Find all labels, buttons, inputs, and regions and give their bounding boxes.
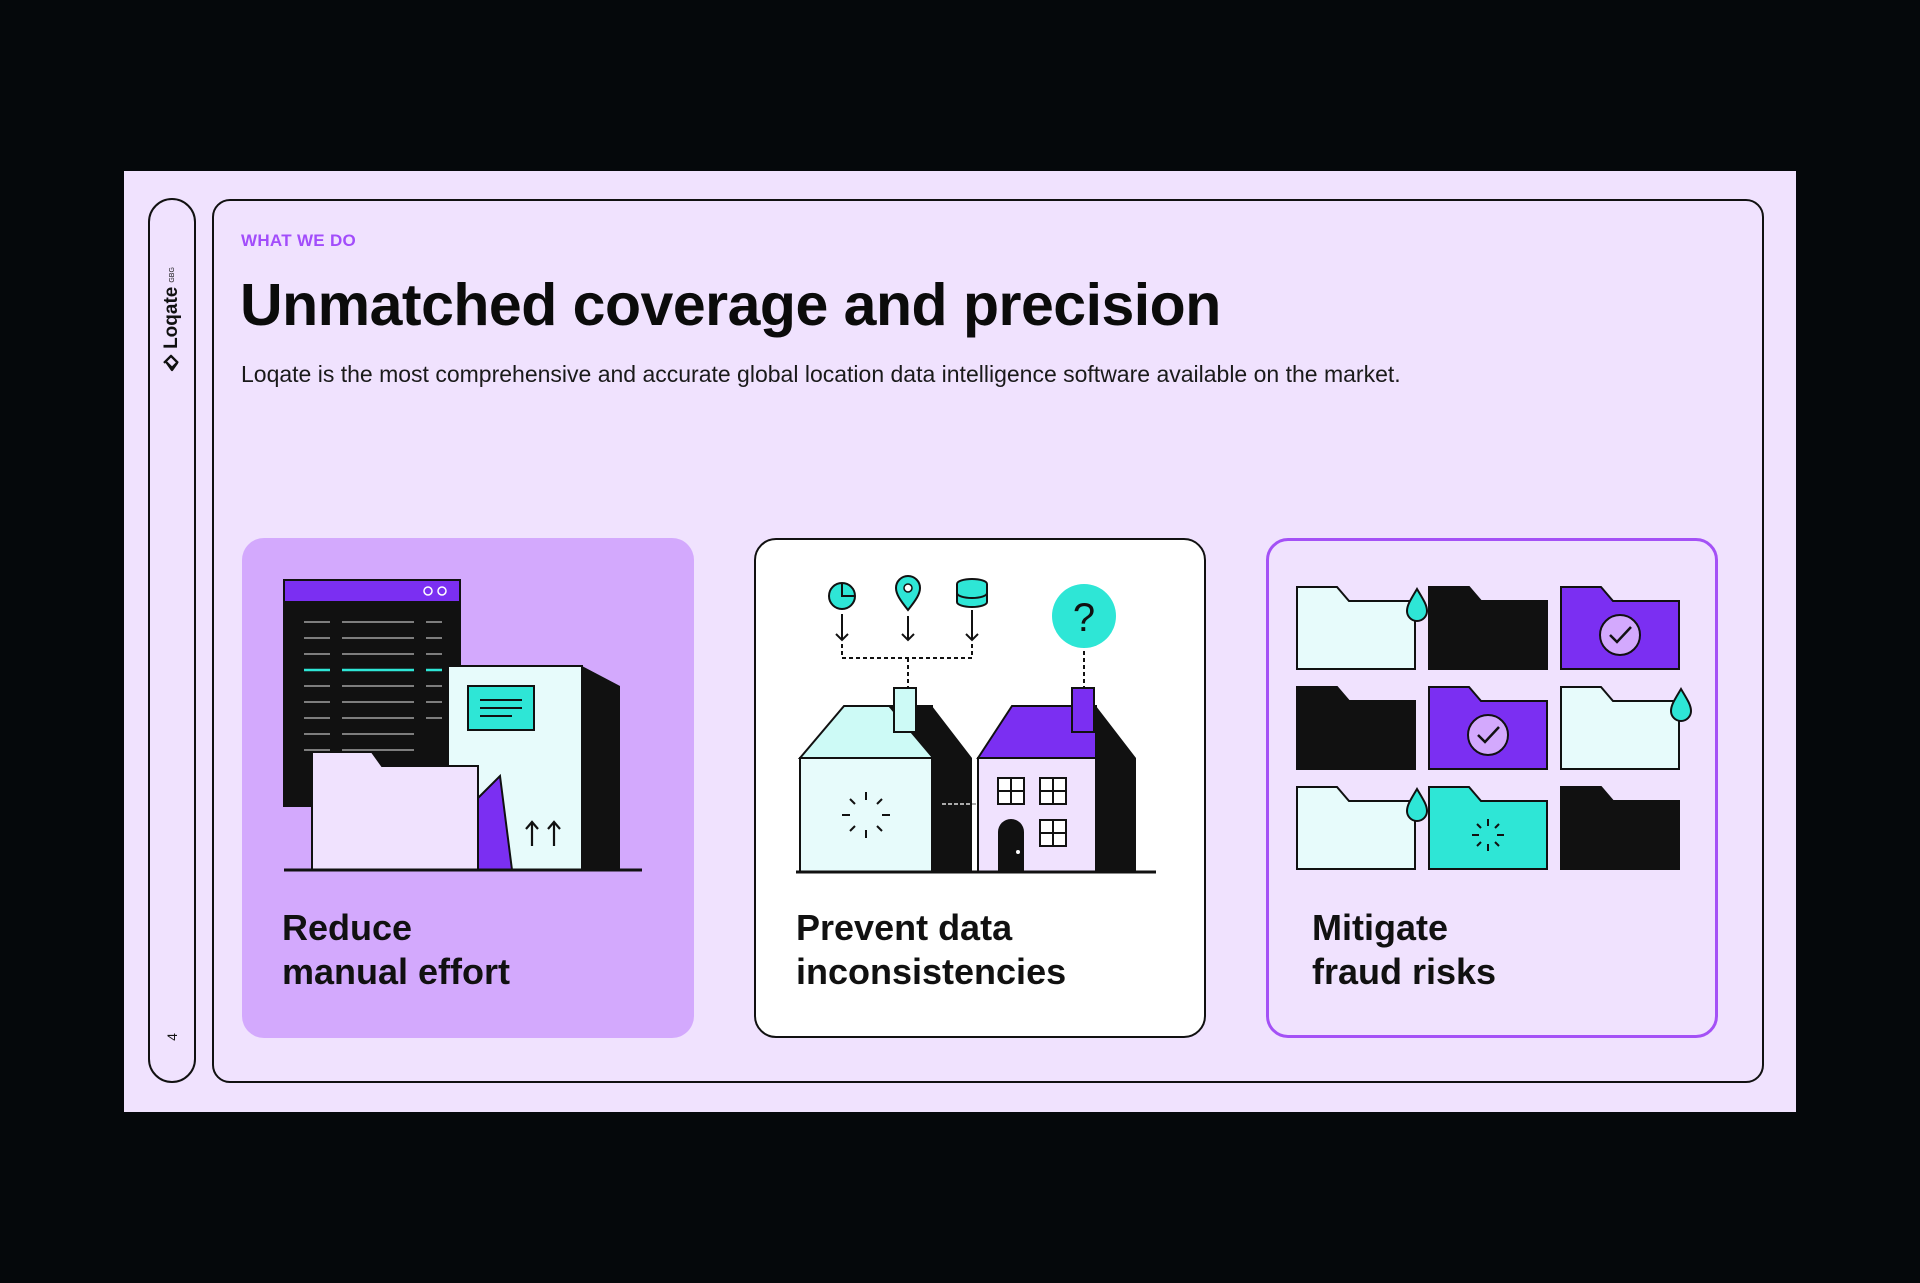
svg-text:?: ? xyxy=(1073,596,1095,640)
card-label-line1: Mitigate xyxy=(1312,907,1449,948)
card-label-line2: manual effort xyxy=(282,951,511,992)
side-rail: Loqate GBG 4 xyxy=(148,198,196,1083)
loqate-logo-icon xyxy=(163,354,179,372)
slide: Loqate GBG 4 WHAT WE DO Unmatched covera… xyxy=(124,171,1796,1112)
page-title: Unmatched coverage and precision xyxy=(240,272,1221,338)
brand-name: Loqate xyxy=(161,286,182,349)
content-panel: WHAT WE DO Unmatched coverage and precis… xyxy=(212,199,1764,1083)
page-number: 4 xyxy=(164,1033,180,1041)
page-subtitle: Loqate is the most comprehensive and acc… xyxy=(241,361,1401,387)
eyebrow-label: WHAT WE DO xyxy=(241,231,357,250)
card-reduce-manual-effort: Reduce manual effort xyxy=(242,538,694,1038)
documents-illustration xyxy=(283,579,642,872)
card-label: Mitigate fraud risks xyxy=(1312,906,1692,994)
brand-sub: GBG xyxy=(168,267,176,283)
card-label-line2: inconsistencies xyxy=(796,951,1067,992)
card-label-line2: fraud risks xyxy=(1312,951,1497,992)
card-mitigate-fraud-risks: Mitigate fraud risks xyxy=(1266,538,1718,1038)
card-label: Prevent data inconsistencies xyxy=(796,906,1176,994)
card-label-line1: Reduce xyxy=(282,907,413,948)
card-label: Reduce manual effort xyxy=(282,906,662,994)
card-prevent-data-inconsistencies: ? xyxy=(754,538,1206,1038)
houses-illustration: ? xyxy=(796,575,1156,874)
card-label-line1: Prevent data xyxy=(796,907,1013,948)
brand-logo: Loqate GBG xyxy=(161,267,183,373)
folders-illustration xyxy=(1296,586,1692,870)
